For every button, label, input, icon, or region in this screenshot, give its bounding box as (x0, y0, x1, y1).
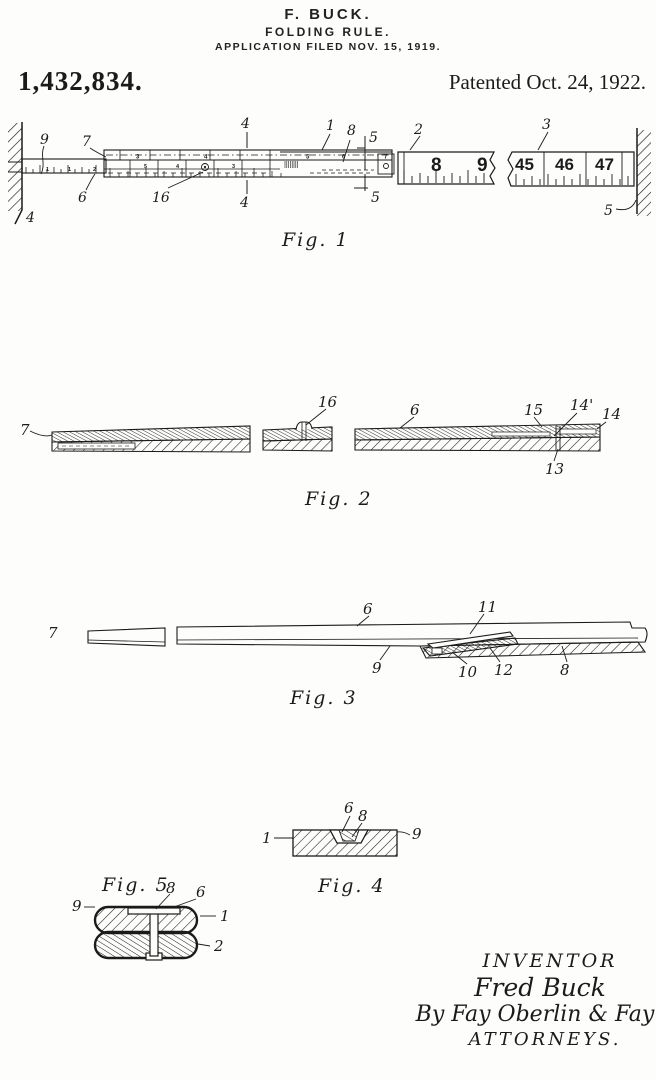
figure-4-5-drawing: 1 6 8 9 Fig. 4 9 8 6 1 2 Fig. 5 (72, 799, 422, 961)
figure-1-drawing: 4 9 7 6 16 4 4 1 8 5 5 2 3 5 1 1 2 3 4 5… (8, 116, 651, 251)
fig4-geometry (274, 815, 411, 857)
signature-attorney-by-line: By Fay Oberlin & Fay (415, 1002, 655, 1027)
patent-date: Patented Oct. 24, 1922. (448, 70, 646, 94)
fig4-ref-8: 8 (358, 807, 368, 825)
fig1-geometry (8, 122, 651, 225)
fig1-ref-1: 1 (326, 118, 335, 134)
fig1-ref-4-wall-left: 4 (25, 210, 35, 226)
fig2-ref-16: 16 (318, 393, 338, 411)
fig5-ref-6: 6 (196, 883, 206, 901)
fig2-ref-15: 15 (524, 401, 543, 419)
fig1-mid-digit: 5 (144, 164, 147, 170)
fig1-rail-digit: 4 (204, 155, 208, 161)
fig1-ref-16: 16 (152, 190, 170, 206)
fig1-scale-45: 45 (515, 155, 534, 174)
fig5-ref-8: 8 (166, 879, 176, 897)
fig1-ref-5-top: 5 (369, 130, 378, 146)
fig2-ref-13: 13 (545, 460, 564, 478)
fig3-ref-9: 9 (372, 659, 382, 677)
fig1-mid-digit: 3 (232, 164, 235, 170)
fig2-ref-14-prime: 14' (570, 396, 593, 414)
header-application-line: APPLICATION FILED NOV. 15, 1919. (215, 41, 441, 53)
fig1-mid-digit: 4 (176, 164, 180, 170)
figure-3-drawing: 7 6 11 9 10 12 8 Fig. 3 (48, 598, 648, 709)
fig1-ref-4-section-top: 4 (240, 116, 250, 132)
fig1-ref-3: 3 (542, 117, 551, 133)
fig5-geometry (84, 893, 216, 961)
fig5-ref-9: 9 (72, 897, 82, 915)
fig2-geometry (29, 408, 607, 462)
fig2-ref-7: 7 (20, 421, 30, 439)
fig1-ref-2: 2 (413, 122, 423, 138)
fig3-ref-6: 6 (363, 600, 373, 618)
fig1-rail-digit: 3 (136, 155, 140, 161)
fig5-ref-1: 1 (220, 907, 230, 925)
fig4-ref-9: 9 (412, 825, 422, 843)
fig1-ref-4-section-bottom: 4 (239, 195, 249, 211)
fig3-caption: Fig. 3 (289, 687, 358, 709)
fig1-ref-5-bottom: 5 (371, 190, 380, 206)
signature-block: INVENTOR Fred Buck By Fay Oberlin & Fay … (415, 952, 655, 1049)
fig1-rail-digit: 7 (384, 155, 388, 161)
signature-inventor-label: INVENTOR (482, 950, 618, 972)
fig3-ref-11: 11 (478, 598, 497, 616)
fig2-ref-6: 6 (410, 401, 420, 419)
fig5-caption: Fig. 5 (101, 874, 170, 896)
signature-inventor-name: Fred Buck (474, 973, 606, 1002)
fig1-ref-6: 6 (78, 190, 87, 206)
fig3-geometry (87, 613, 648, 665)
patent-number: 1,432,834. (18, 66, 143, 96)
signature-attorneys-label: ATTORNEYS. (468, 1029, 622, 1050)
fig4-ref-1: 1 (262, 829, 272, 847)
fig3-ref-8: 8 (560, 661, 570, 679)
fig2-caption: Fig. 2 (304, 488, 373, 510)
fig1-caption: Fig. 1 (281, 229, 350, 251)
fig1-scale-47: 47 (595, 155, 614, 174)
header-invention-title: FOLDING RULE. (265, 25, 391, 39)
figure-2-drawing: 7 16 6 15 14' 14 13 Fig. 2 (20, 393, 621, 510)
fig1-ref-7: 7 (82, 134, 91, 150)
fig2-ref-14: 14 (602, 405, 621, 423)
fig1-scale-8: 8 (431, 155, 442, 176)
fig4-ref-6: 6 (344, 799, 354, 817)
fig4-caption: Fig. 4 (317, 875, 386, 897)
fig1-ref-8: 8 (347, 123, 356, 139)
fig1-rail-digit: 6 (342, 155, 346, 161)
fig5-ref-2: 2 (213, 937, 224, 955)
fig1-scale-9: 9 (477, 155, 488, 176)
fig3-ref-7: 7 (48, 624, 58, 642)
fig3-ref-12: 12 (494, 661, 513, 679)
fig1-ref-9: 9 (40, 132, 49, 148)
fig1-strip-digit: 2 (93, 167, 96, 173)
fig1-strip-digit: 1 (68, 167, 71, 173)
fig1-ref-5-wall-right: 5 (604, 203, 613, 219)
header-inventor-name: F. BUCK. (284, 6, 372, 23)
fig1-strip-digit: 1 (46, 167, 49, 173)
fig1-rail-digit: 5 (306, 155, 310, 161)
fig1-scale-46: 46 (555, 155, 574, 174)
fig3-ref-10: 10 (458, 663, 478, 681)
